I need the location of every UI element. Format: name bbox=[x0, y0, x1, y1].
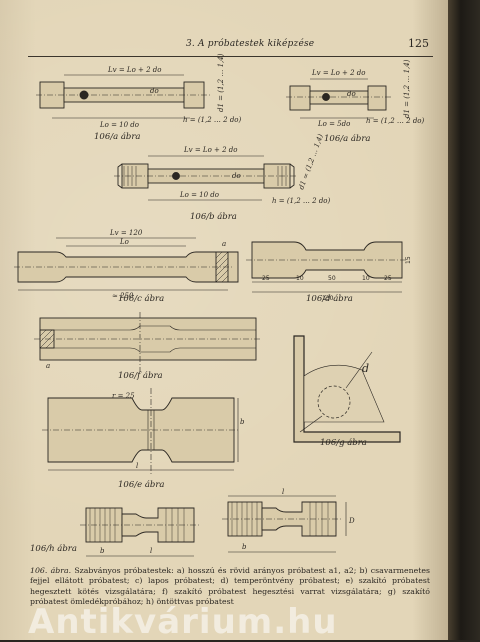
fig-d-50: 50 bbox=[328, 275, 336, 282]
figure-106g: d bbox=[293, 335, 401, 443]
fig-c-total: ≈ 250 bbox=[112, 292, 134, 300]
fig-f-a: a bbox=[46, 362, 50, 370]
fig-d-15: 15 bbox=[405, 256, 412, 264]
fig-h-l1: l bbox=[150, 547, 152, 555]
label-106a: 106/a ábra bbox=[94, 132, 141, 142]
fig-a-lo: Lo = 10 do bbox=[99, 121, 139, 129]
fig-d-25a: 25 bbox=[262, 275, 270, 282]
fig-b-lo: Lo = 10 do bbox=[179, 191, 219, 199]
fig-a-do: do bbox=[150, 87, 159, 95]
fig-e-l: l bbox=[136, 462, 138, 470]
fig-aa-h: h = (1,2 … 2 do) bbox=[366, 117, 425, 125]
figure-106a-long: Lv = Lo + 2 do Lo = 10 do do d1 = (1,2 …… bbox=[36, 53, 242, 129]
fig-a-h: h = (1,2 … 2 do) bbox=[183, 116, 242, 124]
caption-text: Szabványos próbatestek: a) hosszú és röv… bbox=[30, 566, 430, 607]
label-106f: 106/f ábra bbox=[118, 371, 163, 381]
fig-h-b1: b bbox=[100, 547, 105, 555]
figure-106f: a bbox=[34, 312, 262, 372]
fig-c-lv: Lv = 120 bbox=[109, 229, 143, 237]
fig-g-d: d bbox=[362, 362, 369, 375]
label-106g: 106/g ábra bbox=[320, 438, 367, 448]
fig-aa-lv: Lv = Lo + 2 do bbox=[311, 69, 365, 77]
book-page: 3. A próbatestek kiképzése 125 Lv = Lo +… bbox=[0, 0, 448, 642]
fig-d-10b: 10 bbox=[362, 275, 370, 282]
label-106c: 106/c ábra bbox=[118, 294, 165, 304]
label-106a-short: 106/a ábra bbox=[324, 134, 371, 144]
figure-106d: 130 25 10 50 10 25 15 bbox=[246, 241, 412, 302]
figure-106e: r = 25 b l bbox=[42, 388, 245, 474]
fig-e-r: r = 25 bbox=[112, 392, 135, 400]
fig-aa-do: do bbox=[347, 90, 356, 98]
fig-h-D: D bbox=[348, 517, 355, 525]
fig-b-do: do bbox=[232, 172, 241, 180]
figure-106b: Lv = Lo + 2 do Lo = 10 do do d1 = (1,2 …… bbox=[114, 133, 331, 205]
fig-d-10a: 10 bbox=[296, 275, 304, 282]
fig-b-lv: Lv = Lo + 2 do bbox=[183, 146, 237, 154]
fig-a-d1: d1 = (1,2 … 1,4) bbox=[217, 53, 225, 112]
fig-c-a: a bbox=[222, 240, 226, 248]
label-106h: 106/h ábra bbox=[30, 544, 77, 554]
page-header: 3. A próbatestek kiképzése 125 bbox=[28, 34, 433, 57]
fig-h-l2: l bbox=[282, 488, 284, 496]
label-106b: 106/b ábra bbox=[190, 212, 237, 222]
figure-caption: 106. ábra. Szabványos próbatestek: a) ho… bbox=[30, 566, 430, 608]
book-spine bbox=[448, 0, 480, 640]
label-106e: 106/e ábra bbox=[118, 480, 165, 490]
fig-b-d1: d1 = (1,2 … 1,4) bbox=[297, 133, 325, 191]
fig-h-b2: b bbox=[242, 543, 247, 551]
running-title: 3. A próbatestek kiképzése bbox=[186, 39, 315, 49]
fig-d-25b: 25 bbox=[384, 275, 392, 282]
fig-a-lv: Lv = Lo + 2 do bbox=[107, 66, 161, 74]
watermark: Antikvárium.hu bbox=[28, 602, 338, 642]
figure-106h: b l b l D bbox=[80, 488, 355, 557]
fig-d-total: 130 bbox=[322, 295, 334, 302]
fig-aa-lo: Lo = 5do bbox=[317, 120, 350, 128]
caption-title: 106. ábra. bbox=[30, 566, 72, 575]
figure-106a-short: Lv = Lo + 2 do Lo = 5do do d1 = (1,2 … 1… bbox=[286, 59, 425, 128]
technical-drawings: Lv = Lo + 2 do Lo = 10 do do d1 = (1,2 …… bbox=[14, 53, 425, 557]
fig-b-h: h = (1,2 … 2 do) bbox=[272, 197, 331, 205]
fig-aa-d1: d1 = (1,2 … 1,4) bbox=[403, 59, 411, 118]
label-106d: 106/d ábra bbox=[306, 294, 353, 304]
figure-106c: Lv = 120 Lo ≈ 250 a bbox=[14, 229, 239, 300]
fig-e-b: b bbox=[240, 418, 245, 426]
page-number: 125 bbox=[408, 37, 429, 50]
fig-c-lo: Lo bbox=[119, 238, 129, 246]
